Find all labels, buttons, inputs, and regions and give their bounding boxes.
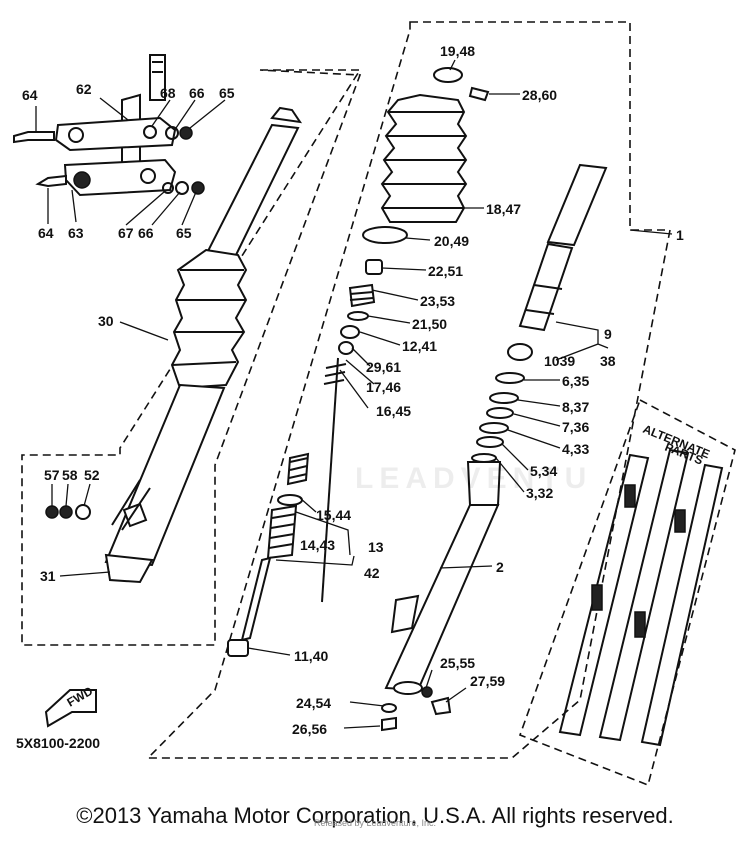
nut-65-lower (191, 181, 205, 195)
callout-1: 1 (676, 227, 684, 243)
callout-27-59: 27,59 (470, 673, 505, 689)
callout-20-49: 20,49 (434, 233, 469, 249)
callout-5-34: 5,34 (530, 463, 557, 479)
callout-12-41: 12,41 (402, 338, 437, 354)
callout-16-45: 16,45 (376, 403, 411, 419)
left-fork-group-outline (21, 69, 362, 646)
washer-66-lower (175, 181, 189, 195)
callout-26-56: 26,56 (292, 721, 327, 737)
alternate-parts-tubes (558, 448, 724, 747)
watermark-text: Released by Leadventure, Inc. (313, 818, 437, 828)
left-fork-assembly (104, 106, 303, 584)
callout-38: 38 (600, 353, 616, 369)
callout-29-61: 29,61 (366, 359, 401, 375)
callout-31: 31 (40, 568, 56, 584)
callout-64-lower: 64 (38, 225, 54, 241)
callout-13: 13 (368, 539, 384, 555)
watermark-brand: LEADVENTU (355, 462, 593, 495)
callout-57: 57 (44, 467, 60, 483)
steering-crown (54, 54, 177, 197)
callout-52: 52 (84, 467, 100, 483)
fwd-arrow (44, 689, 97, 728)
callout-65-upper: 65 (219, 85, 235, 101)
bolt-52 (75, 504, 91, 520)
callout-17-46: 17,46 (366, 379, 401, 395)
callout-58: 58 (62, 467, 78, 483)
callout-11-40: 11,40 (294, 648, 328, 664)
callout-4-33: 4,33 (562, 441, 589, 457)
callout-22-51: 22,51 (428, 263, 463, 279)
copyright-notice: ©2013 Yamaha Motor Corporation, U.S.A. A… (76, 803, 674, 828)
callout-62-crown: 62 (76, 81, 92, 97)
nut-65-upper (179, 126, 193, 140)
callout-63: 63 (68, 225, 84, 241)
bolt-64-lower (35, 174, 67, 188)
callout-30: 30 (98, 313, 114, 329)
callout-3-32: 3,32 (526, 485, 553, 501)
callout-21-50: 21,50 (412, 316, 447, 332)
callout-18-47: 18,47 (486, 201, 521, 217)
callout-25-55: 25,55 (440, 655, 475, 671)
callout-68: 68 (160, 85, 176, 101)
center-fork-assembly (227, 67, 608, 732)
bolt-57 (45, 505, 59, 519)
callout-19-48: 19,48 (440, 43, 475, 59)
center-fork-group-outline (146, 21, 671, 759)
fork-exploded-diagram: 64 62 68 66 65 64 63 67 66 65 30 57 58 5… (13, 21, 736, 787)
callout-67: 67 (118, 225, 134, 241)
part-code: 5X8100-2200 (16, 735, 100, 751)
callout-66-upper: 66 (189, 85, 205, 101)
callout-15-44: 15,44 (316, 507, 351, 523)
callout-42: 42 (364, 565, 380, 581)
callout-9: 9 (604, 326, 612, 342)
callout-24-54: 24,54 (296, 695, 331, 711)
washer-67 (162, 182, 174, 194)
callout-28-60: 28,60 (522, 87, 557, 103)
bolt-64-upper (13, 131, 55, 144)
callout-6-35: 6,35 (562, 373, 589, 389)
callout-14-43: 14,43 (300, 537, 335, 553)
callout-65-lower: 65 (176, 225, 192, 241)
washer-66-upper (165, 126, 179, 140)
callout-10-39: 1039 (544, 353, 575, 369)
callout-66-lower: 66 (138, 225, 154, 241)
callout-8-37: 8,37 (562, 399, 589, 415)
callout-7-36: 7,36 (562, 419, 589, 435)
callout-23-53: 23,53 (420, 293, 455, 309)
callout-64-upper: 64 (22, 87, 38, 103)
alternate-parts-panel-outline (518, 398, 736, 787)
callout-2: 2 (496, 559, 504, 575)
washer-58 (59, 505, 73, 519)
leader-lines (35, 59, 673, 729)
